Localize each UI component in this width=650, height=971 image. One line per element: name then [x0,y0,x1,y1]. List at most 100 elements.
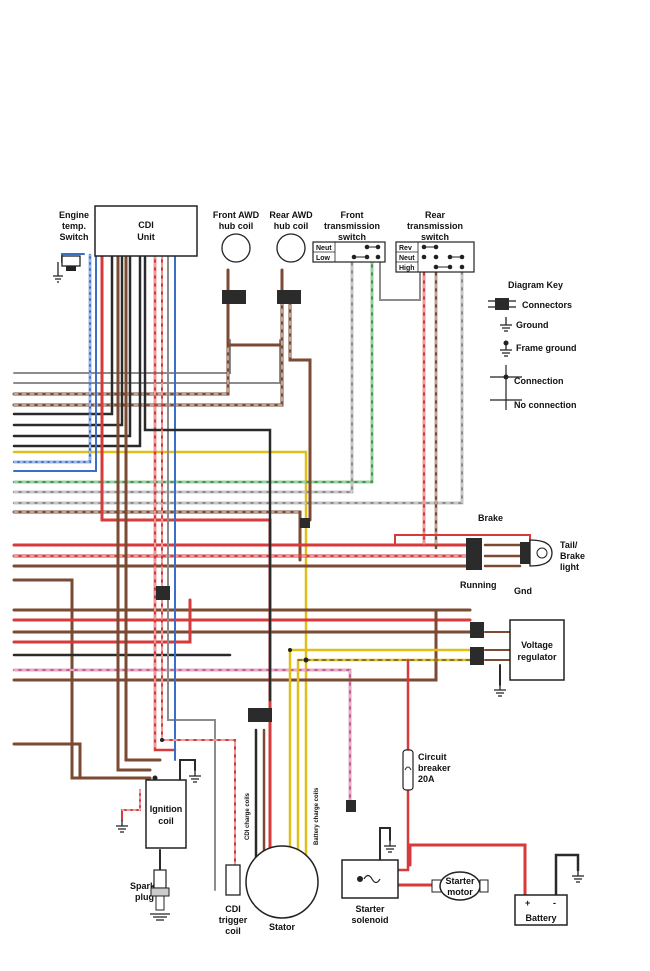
wire-green-white [12,256,374,484]
cdi-trigger-coil: CDI trigger coil CDI charge coils [219,792,251,936]
tail-light-label-3: light [560,562,579,572]
cdi-unit-label-1: CDI [138,220,154,230]
breaker-label-2: breaker [418,763,451,773]
rear-awd-label-1: Rear AWD [269,210,313,220]
wire-yellow-1 [12,450,308,702]
breaker-label-1: Circuit [418,752,447,762]
key-frame-ground: Frame ground [516,343,577,353]
engine-temp-label-3: Switch [59,232,88,242]
connector-regulator-1 [470,622,484,638]
brake-label: Brake [478,513,503,523]
rear-trans-label-2: transmission [407,221,463,231]
front-trans-label-2: transmission [324,221,380,231]
cdi-charge-coils-label: CDI charge coils [245,792,251,840]
spark-plug-label-1: Spark [130,881,156,891]
wire-reg-brown [484,631,511,661]
cdi-unit-label-2: Unit [137,232,155,242]
key-connectors: Connectors [522,300,572,310]
engine-temp-switch: Engine temp. Switch [53,210,89,283]
battery-plus: + [525,898,530,908]
wire-black-battery [554,853,580,897]
wire-brown-cdi-1 [116,253,152,772]
key-title: Diagram Key [508,280,563,290]
connector-rear-awd [277,290,301,304]
wire-front-switch-gray [379,257,421,301]
wire-blue-white [12,253,92,464]
junctions [152,648,309,781]
solenoid-label-1: Starter [355,904,385,914]
trigger-label-2: trigger [219,915,248,925]
engine-temp-label-2: temp. [62,221,86,231]
spark-plug: Spark plug [130,869,170,921]
key-ground: Ground [516,320,549,330]
stator: Stator Battery charge coils [245,787,320,932]
wire-yellow-stator-1 [288,648,480,872]
connector-harness-1 [300,518,310,528]
wire-red-3 [12,598,192,644]
front-trans-label-3: switch [338,232,366,242]
front-transmission-switch: Front transmission switch Neut Low [312,210,386,263]
ignition-label-2: coil [158,816,174,826]
connector-solenoid [346,800,356,812]
wire-gray-rear [12,268,464,505]
ignition-label-1: Ignition [150,804,183,814]
key-no-connection: No connection [514,400,577,410]
spark-plug-label-2: plug [135,892,154,902]
rear-switch-high: High [399,265,415,272]
wire-yellow-stator-2 [296,658,480,872]
running-label: Running [460,580,497,590]
solenoid-label-2: solenoid [351,915,388,925]
connectors [156,290,484,812]
key-connection: Connection [514,376,564,386]
tail-light-label-1: Tail/ [560,540,578,550]
gnd-label: Gnd [514,586,532,596]
ignition-coil: Ignition coil [116,770,201,849]
battery-minus: - [553,898,556,908]
starter-solenoid: Starter solenoid [341,840,399,925]
front-awd-hub-coil: Front AWD hub coil [213,210,260,263]
voltage-regulator: Voltage regulator [494,619,565,697]
front-awd-label-2: hub coil [219,221,254,231]
rear-awd-hub-coil: Rear AWD hub coil [269,210,313,263]
connector-front-awd [222,290,246,304]
wire-red-white-cdi [153,253,177,752]
wire-brown-white-2 [12,298,284,407]
trigger-label-1: CDI [225,904,241,914]
wire-black-1 [12,253,114,416]
wire-black-4 [12,253,142,448]
wire-black-2 [12,253,124,427]
diagram-key: Diagram Key Connectors Ground Frame grou… [488,280,577,410]
regulator-label-2: regulator [517,652,557,662]
wire-awd-front [226,268,282,347]
breaker-label-3: 20A [418,774,435,784]
tail-light-label-2: Brake [560,551,585,561]
rear-transmission-switch: Rear transmission switch Rev Neut High [395,210,475,273]
trigger-label-3: coil [225,926,241,936]
rear-switch-neut: Neut [399,255,415,262]
cdi-unit: CDI Unit [94,205,198,257]
wire-blue-1 [13,254,97,472]
tail-brake-light: Brake Running Gnd Tail/ Brake light [460,513,585,596]
wire-black-cdi [143,253,272,702]
front-trans-label-1: Front [341,210,364,220]
rear-awd-label-2: hub coil [274,221,309,231]
front-switch-low: Low [316,255,331,262]
connector-regulator-2 [470,647,484,665]
connector-harness-2 [156,586,170,600]
engine-temp-label-1: Engine [59,210,89,220]
wire-black-solenoid [379,827,391,861]
starter-motor-label-2: motor [447,887,473,897]
rear-switch-rev: Rev [399,245,412,252]
regulator-label-1: Voltage [521,640,553,650]
starter-motor: Starter motor [431,871,489,901]
wire-gray-cdi [167,254,216,891]
wire-red-battery [408,843,527,897]
wire-ignition-right [179,759,196,781]
wire-red-breaker [396,658,410,872]
stator-label: Stator [269,922,296,932]
battery: + - Battery [514,870,584,926]
connector-tail-light [466,538,482,570]
front-switch-neut: Neut [316,245,332,252]
connector-stator [248,708,272,722]
